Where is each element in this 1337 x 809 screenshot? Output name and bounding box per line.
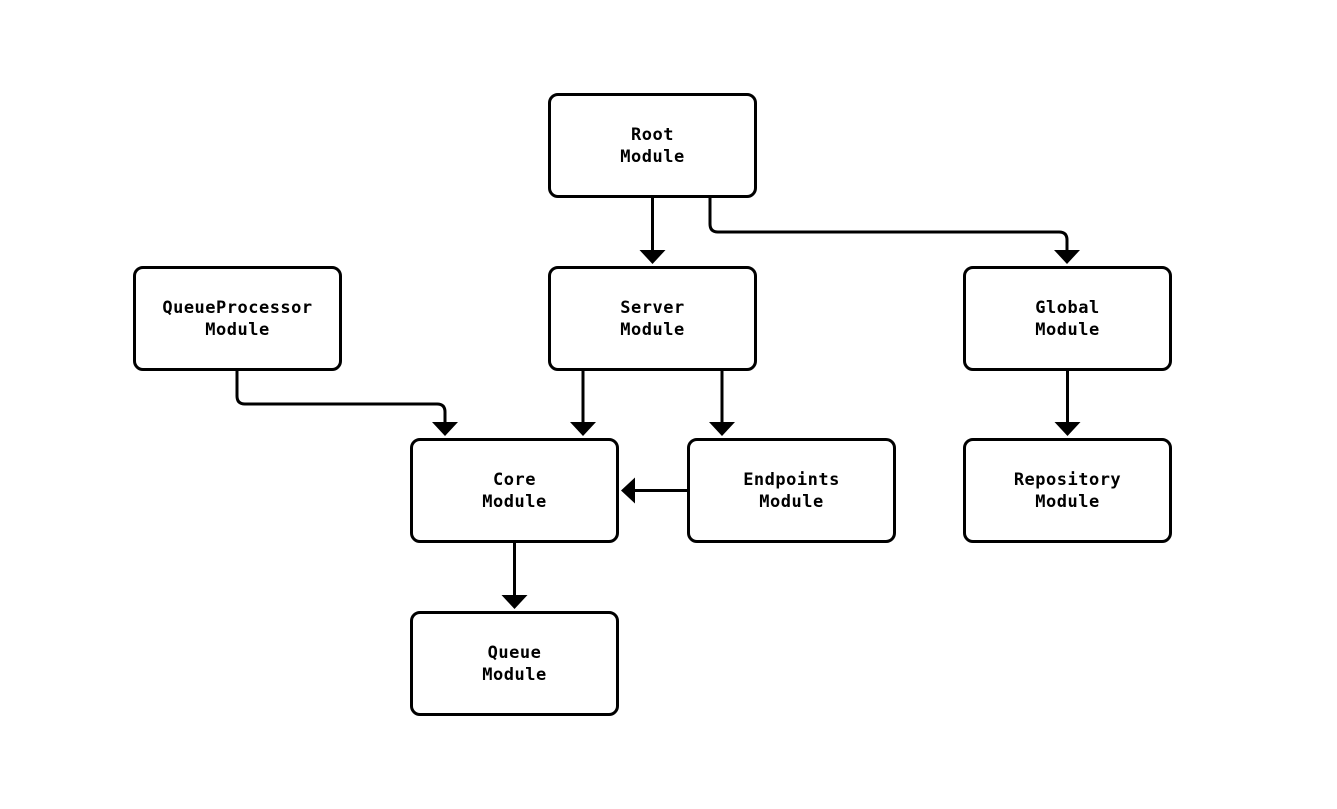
node-label-line2: Module [205, 319, 270, 340]
node-queue-module: Queue Module [410, 611, 619, 716]
node-label-line1: Server [620, 297, 685, 318]
node-label-line1: Root [631, 124, 674, 145]
node-label-line2: Module [1035, 491, 1100, 512]
node-label-line1: Queue [487, 642, 542, 663]
node-label-line1: QueueProcessor [162, 297, 313, 318]
node-label-line2: Module [482, 491, 547, 512]
node-endpoints-module: Endpoints Module [687, 438, 896, 543]
edge-root-to-global [708, 198, 1080, 264]
node-label-line1: Repository [1013, 469, 1122, 490]
edge-queueprocessor-to-core [235, 371, 458, 436]
node-label-line1: Endpoints [743, 469, 840, 490]
node-label-line2: Module [620, 146, 685, 167]
node-core-module: Core Module [410, 438, 619, 543]
node-global-module: Global Module [963, 266, 1172, 371]
node-label-line1: Core [493, 469, 536, 490]
node-label-line2: Module [1035, 319, 1100, 340]
node-server-module: Server Module [548, 266, 757, 371]
node-label-line2: Module [759, 491, 824, 512]
node-root-module: Root Module [548, 93, 757, 198]
node-label-line2: Module [482, 664, 547, 685]
node-label-line1: Global [1035, 297, 1100, 318]
node-queueprocessor-module: QueueProcessor Module [133, 266, 342, 371]
node-repository-module: Repository Module [963, 438, 1172, 543]
node-label-line2: Module [620, 319, 685, 340]
